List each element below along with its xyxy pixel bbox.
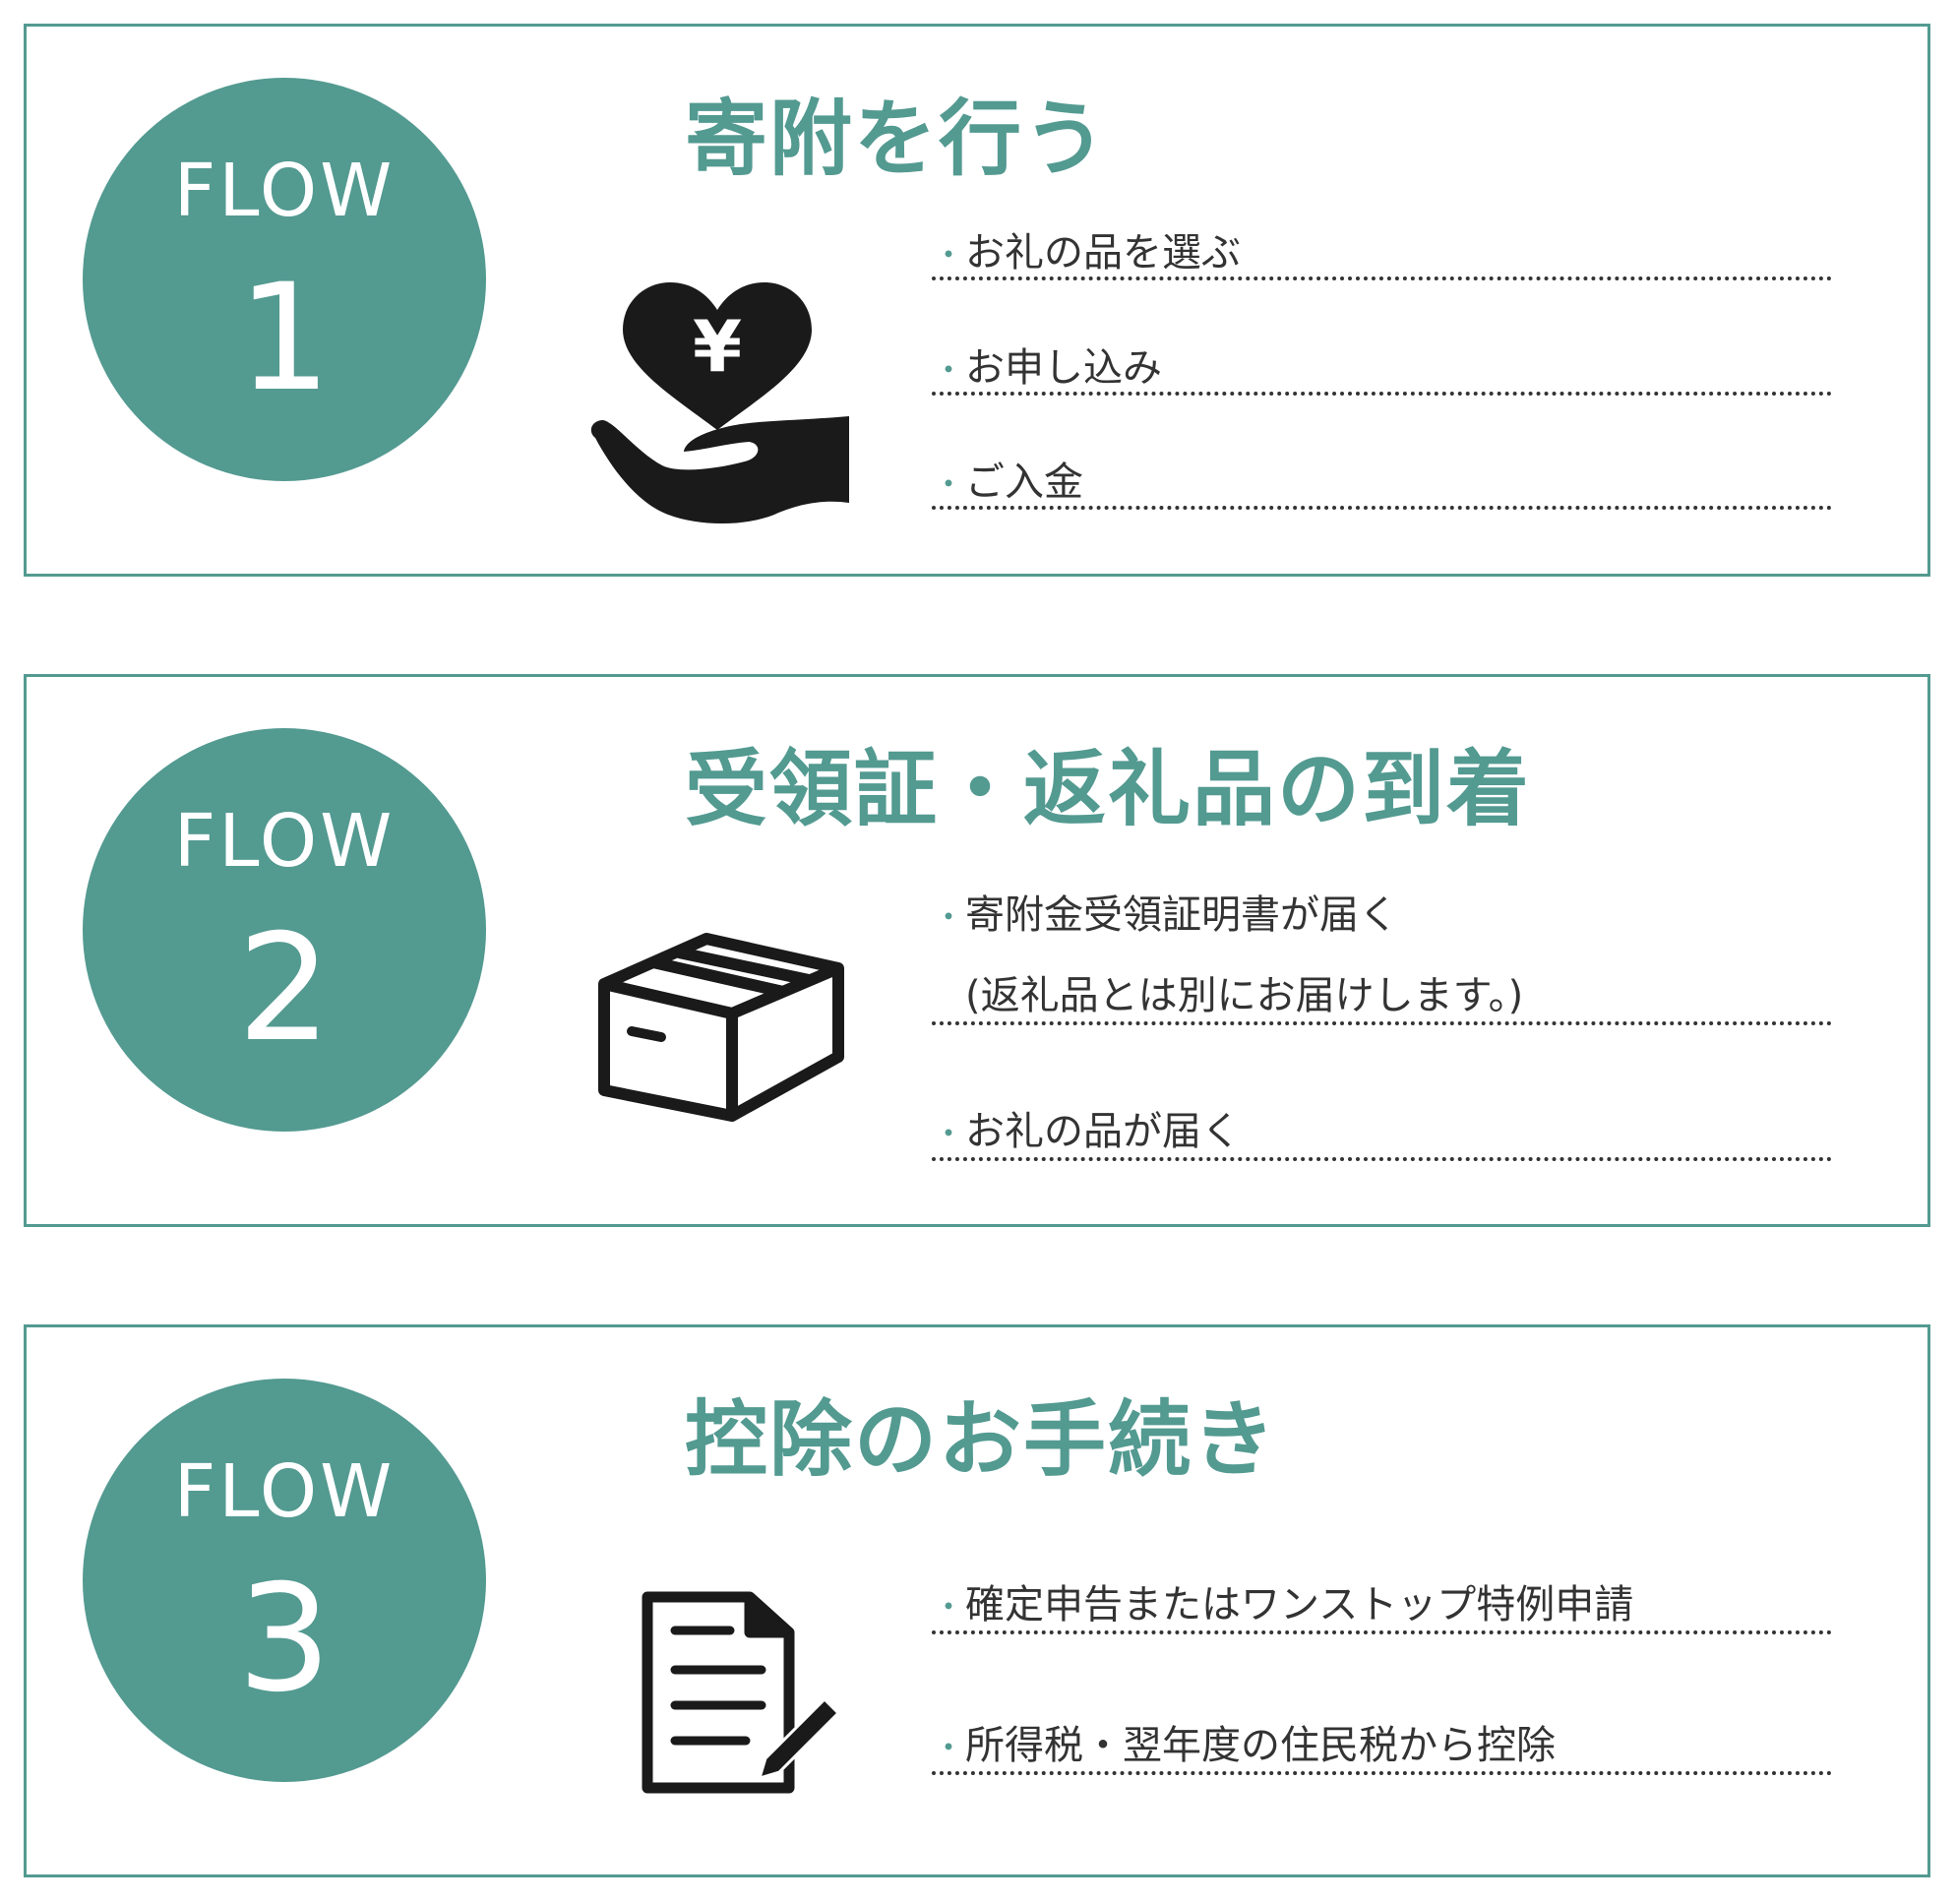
list-item: ・お礼の品が届く bbox=[932, 1112, 1832, 1161]
bullet-dot: ・ bbox=[932, 351, 964, 389]
flow-badge: FLOW 1 bbox=[83, 78, 486, 481]
flow-badge: FLOW 2 bbox=[83, 728, 486, 1132]
flow-label: FLOW bbox=[173, 799, 396, 884]
flow-number: 3 bbox=[237, 1554, 332, 1725]
bullet-dot: ・ bbox=[932, 1729, 964, 1766]
bullet-dot: ・ bbox=[932, 1115, 964, 1152]
item-text: お申し込み bbox=[965, 345, 1162, 391]
item-text: 寄附金受領証明書が届く bbox=[965, 892, 1398, 938]
flow-card-2: FLOW 2 受領証・返礼品の到着 ・寄附金受領証明書が届く (返礼品とは別にお… bbox=[24, 674, 1930, 1227]
item-text: 所得税・翌年度の住民税から控除 bbox=[965, 1723, 1556, 1768]
flow-badge: FLOW 3 bbox=[83, 1379, 486, 1782]
flow-title: 寄附を行う bbox=[685, 91, 1109, 187]
flow-label: FLOW bbox=[173, 149, 396, 233]
flow-title: 受領証・返礼品の到着 bbox=[685, 741, 1532, 837]
bullet-dot: ・ bbox=[932, 898, 964, 936]
list-item: ・お申し込み bbox=[932, 348, 1832, 396]
flow-number: 2 bbox=[237, 903, 332, 1075]
yen-symbol: ¥ bbox=[693, 305, 742, 388]
list-item: ・ご入金 bbox=[932, 462, 1832, 510]
list-item: ・お礼の品を選ぶ bbox=[932, 233, 1832, 280]
list-item: ・寄附金受領証明書が届く (返礼品とは別にお届けします。) bbox=[932, 895, 1832, 1025]
item-note: (返礼品とは別にお届けします。) bbox=[965, 973, 1524, 1018]
item-text: お礼の品を選ぶ bbox=[965, 230, 1241, 276]
flow-card-3: FLOW 3 控除のお手続き ・確定申告またはワンストップ特例申請 ・所得税・翌… bbox=[24, 1324, 1930, 1877]
hand-heart-yen-icon: ¥ bbox=[568, 273, 863, 528]
item-text: お礼の品が届く bbox=[965, 1109, 1241, 1154]
flow-card-1: FLOW 1 寄附を行う ¥ ・お礼の品を選ぶ ・お申し込み ・ご入金 bbox=[24, 24, 1930, 577]
bullet-dot: ・ bbox=[932, 236, 964, 274]
item-text: ご入金 bbox=[965, 460, 1083, 505]
bullet-dot: ・ bbox=[932, 1588, 964, 1626]
flow-title: 控除のお手続き bbox=[685, 1391, 1278, 1488]
item-text: 確定申告またはワンストップ特例申請 bbox=[965, 1582, 1634, 1628]
list-item: ・所得税・翌年度の住民税から控除 bbox=[932, 1726, 1832, 1775]
flow-label: FLOW bbox=[173, 1449, 396, 1534]
list-item: ・確定申告またはワンストップ特例申請 bbox=[932, 1585, 1832, 1634]
package-box-icon bbox=[592, 923, 848, 1149]
bullet-dot: ・ bbox=[932, 465, 964, 503]
document-pen-icon bbox=[632, 1583, 868, 1810]
flow-number: 1 bbox=[237, 253, 332, 424]
